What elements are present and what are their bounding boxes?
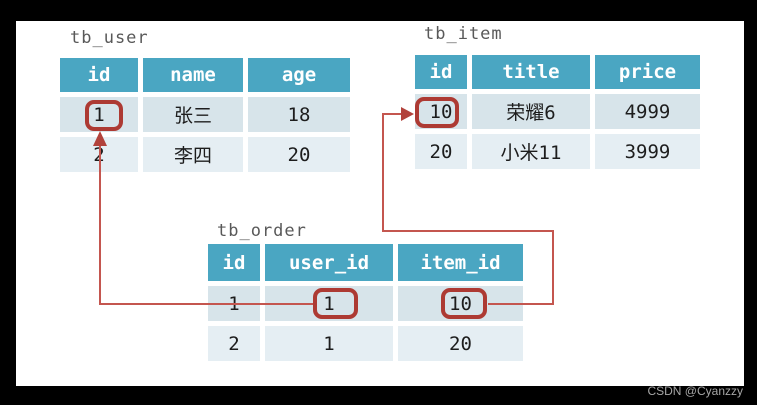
table-title-tb-item: tb_item <box>424 24 503 44</box>
tb-item-cell: 荣耀6 <box>472 94 590 129</box>
tb-user-cell: 张三 <box>143 97 243 132</box>
tb-order-cell: 1 <box>208 286 260 321</box>
tb-order-header-user-id: user_id <box>265 244 393 281</box>
tb-item-cell: 4999 <box>595 94 700 129</box>
tb-order-cell: 1 <box>265 326 393 361</box>
tb-user-header-name: name <box>143 58 243 92</box>
tb-item-header-id: id <box>415 55 467 89</box>
tb-item-cell: 3999 <box>595 134 700 169</box>
keybox-tb-user-id-1 <box>85 100 123 131</box>
keybox-tb-order-user-id-1 <box>313 288 358 319</box>
tb-order-cell: 2 <box>208 326 260 361</box>
tb-item-cell: 20 <box>415 134 467 169</box>
tb-item-header-title: title <box>472 55 590 89</box>
tb-user-header-age: age <box>248 58 350 92</box>
table-title-tb-order: tb_order <box>217 221 307 241</box>
tb-user-cell: 20 <box>248 137 350 172</box>
tb-order-cell: 20 <box>398 326 523 361</box>
tb-user-cell: 李四 <box>143 137 243 172</box>
table-title-tb-user: tb_user <box>70 28 149 48</box>
tb-item-header-price: price <box>595 55 700 89</box>
keybox-tb-order-item-id-10 <box>441 288 487 319</box>
tb-user-cell: 2 <box>60 137 138 172</box>
tb-order-header-id: id <box>208 244 260 281</box>
tb-user-header-id: id <box>60 58 138 92</box>
keybox-tb-item-id-10 <box>415 97 459 128</box>
tb-order-header-item-id: item_id <box>398 244 523 281</box>
table-tb-item: id title price 10 荣耀6 4999 20 小米11 3999 <box>415 55 700 169</box>
tb-item-cell: 小米11 <box>472 134 590 169</box>
tb-user-cell: 18 <box>248 97 350 132</box>
watermark: CSDN @Cyanzzy <box>647 384 743 398</box>
